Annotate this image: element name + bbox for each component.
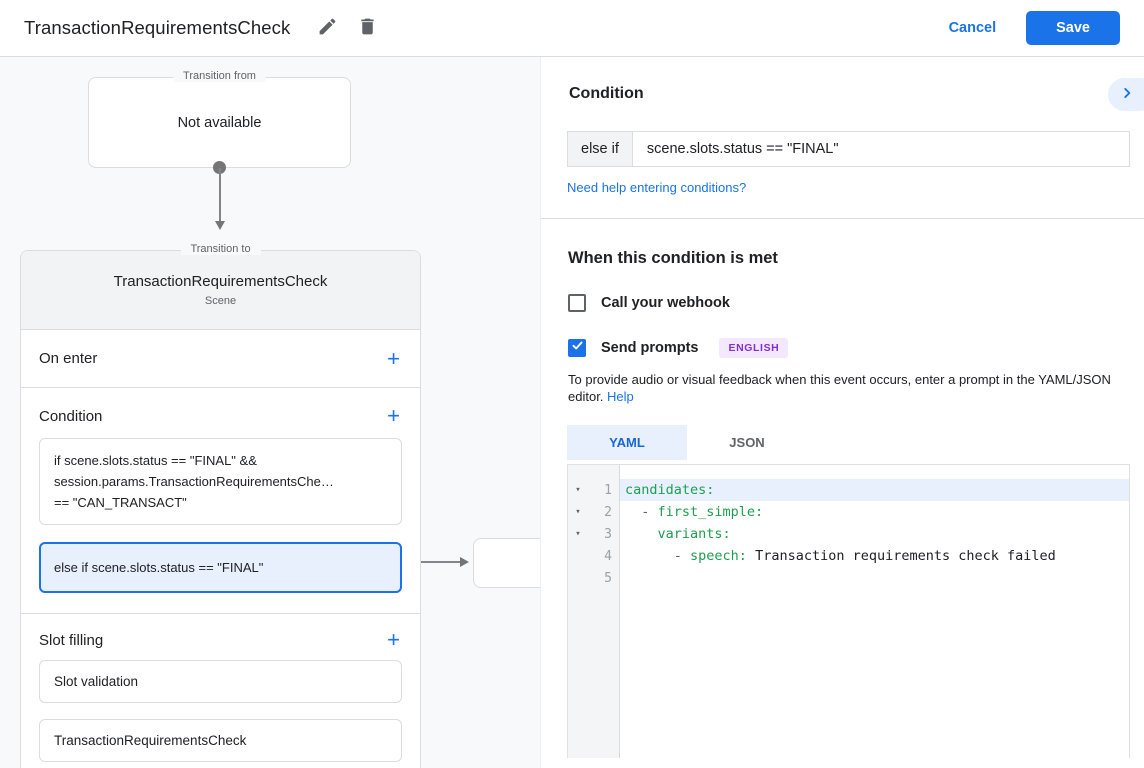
cancel-button[interactable]: Cancel (948, 20, 997, 36)
tab-yaml[interactable]: YAML (567, 425, 687, 460)
condition-expression-row: else if (567, 131, 1130, 167)
line-number: 2 (604, 504, 612, 520)
connector-line (219, 168, 221, 221)
transition-from-box: Transition from Not available (88, 70, 351, 168)
send-prompts-checkbox[interactable] (568, 339, 586, 357)
save-button[interactable]: Save (1026, 11, 1120, 45)
fold-icon[interactable]: ▾ (575, 529, 581, 539)
delete-button[interactable] (350, 11, 384, 45)
condition-prefix-label: else if (568, 132, 633, 166)
code-line: - speech: Transaction requirements check… (625, 548, 1056, 564)
panel-divider (541, 218, 1144, 219)
checkmark-icon (571, 339, 584, 357)
line-number: 4 (604, 548, 612, 564)
send-prompts-option[interactable]: Send prompts ENGLISH (568, 338, 1144, 358)
add-slot-button[interactable]: + (385, 629, 402, 651)
scene-graph-canvas: Transition from Not available Transition… (0, 57, 540, 768)
condition-section: Condition + if scene.slots.status == "FI… (21, 388, 420, 614)
code-line: candidates: (620, 479, 1129, 501)
code-line: variants: (657, 526, 731, 542)
editor-code-area[interactable]: candidates: - first_simple: variants: - … (620, 465, 1129, 758)
scene-card-subtitle: Scene (204, 295, 237, 307)
condition-item-line: if scene.slots.status == "FINAL" && (54, 453, 257, 468)
webhook-option[interactable]: Call your webhook (568, 294, 1144, 312)
condition-item-selected[interactable]: else if scene.slots.status == "FINAL" (39, 542, 402, 593)
panel-title: Condition (569, 85, 644, 102)
page-title: TransactionRequirementsCheck (24, 17, 291, 38)
code-line: - first_simple: (625, 504, 764, 520)
slot-filling-section: Slot filling + Slot validation Transacti… (21, 614, 420, 762)
when-condition-met-title: When this condition is met (568, 249, 778, 267)
prompts-description: To provide audio or visual feedback when… (568, 372, 1111, 404)
slot-item[interactable]: Slot validation (39, 660, 402, 703)
scene-card-header[interactable]: TransactionRequirementsCheck Scene (21, 251, 420, 330)
send-prompts-label: Send prompts (601, 340, 699, 356)
editor-gutter: ▾ 1 ▾ 2 ▾ 3 4 5 (568, 465, 620, 758)
fold-icon[interactable]: ▾ (575, 485, 581, 495)
connector-line (408, 561, 461, 563)
condition-item-line: session.params.TransactionRequirementsCh… (54, 474, 334, 489)
fold-icon[interactable]: ▾ (575, 507, 581, 517)
add-condition-button[interactable]: + (385, 405, 402, 427)
transition-from-content: Not available (177, 114, 262, 131)
connector-dot (213, 161, 226, 174)
condition-expression-input[interactable] (632, 132, 1129, 166)
add-icon: + (387, 345, 400, 371)
add-icon: + (387, 403, 400, 428)
transition-from-legend: Transition from (173, 70, 266, 82)
connector-arrowhead-icon (214, 221, 225, 230)
collapse-panel-button[interactable] (1108, 78, 1144, 111)
editor-tabs: YAML JSON (567, 425, 1144, 460)
scene-card-title: TransactionRequirementsCheck (113, 273, 328, 290)
chevron-right-icon (1120, 86, 1134, 103)
scene-card: Transition to TransactionRequirementsChe… (20, 243, 421, 768)
connector-arrowhead-icon (460, 557, 469, 567)
condition-label: Condition (39, 407, 103, 425)
webhook-label: Call your webhook (601, 295, 730, 311)
condition-item[interactable]: if scene.slots.status == "FINAL" && sess… (39, 438, 402, 525)
transition-to-legend: Transition to (180, 243, 261, 255)
code-line (620, 567, 1129, 589)
help-link[interactable]: Help (607, 389, 634, 404)
add-icon: + (387, 627, 400, 652)
on-enter-section: On enter + (21, 330, 420, 388)
line-number: 3 (604, 526, 612, 542)
condition-item-line: == "CAN_TRANSACT" (54, 495, 187, 510)
pencil-icon (317, 16, 338, 40)
edit-button[interactable] (310, 11, 344, 45)
on-enter-label: On enter (39, 350, 98, 367)
line-number: 1 (604, 482, 612, 498)
condition-detail-panel: Condition else if Need help entering con… (540, 57, 1144, 768)
conditions-help-link[interactable]: Need help entering conditions? (567, 180, 747, 195)
tab-json[interactable]: JSON (687, 425, 807, 460)
yaml-editor[interactable]: ▾ 1 ▾ 2 ▾ 3 4 5 (567, 464, 1130, 758)
add-on-enter-button[interactable]: + (385, 345, 402, 371)
top-bar: TransactionRequirementsCheck Cancel Save (0, 0, 1144, 57)
trash-icon (357, 16, 378, 40)
slot-item[interactable]: TransactionRequirementsCheck (39, 719, 402, 762)
language-badge: ENGLISH (719, 338, 789, 358)
webhook-checkbox[interactable] (568, 294, 586, 312)
transition-target-box (473, 538, 540, 588)
line-number: 5 (604, 570, 612, 586)
slot-filling-label: Slot filling (39, 631, 104, 649)
